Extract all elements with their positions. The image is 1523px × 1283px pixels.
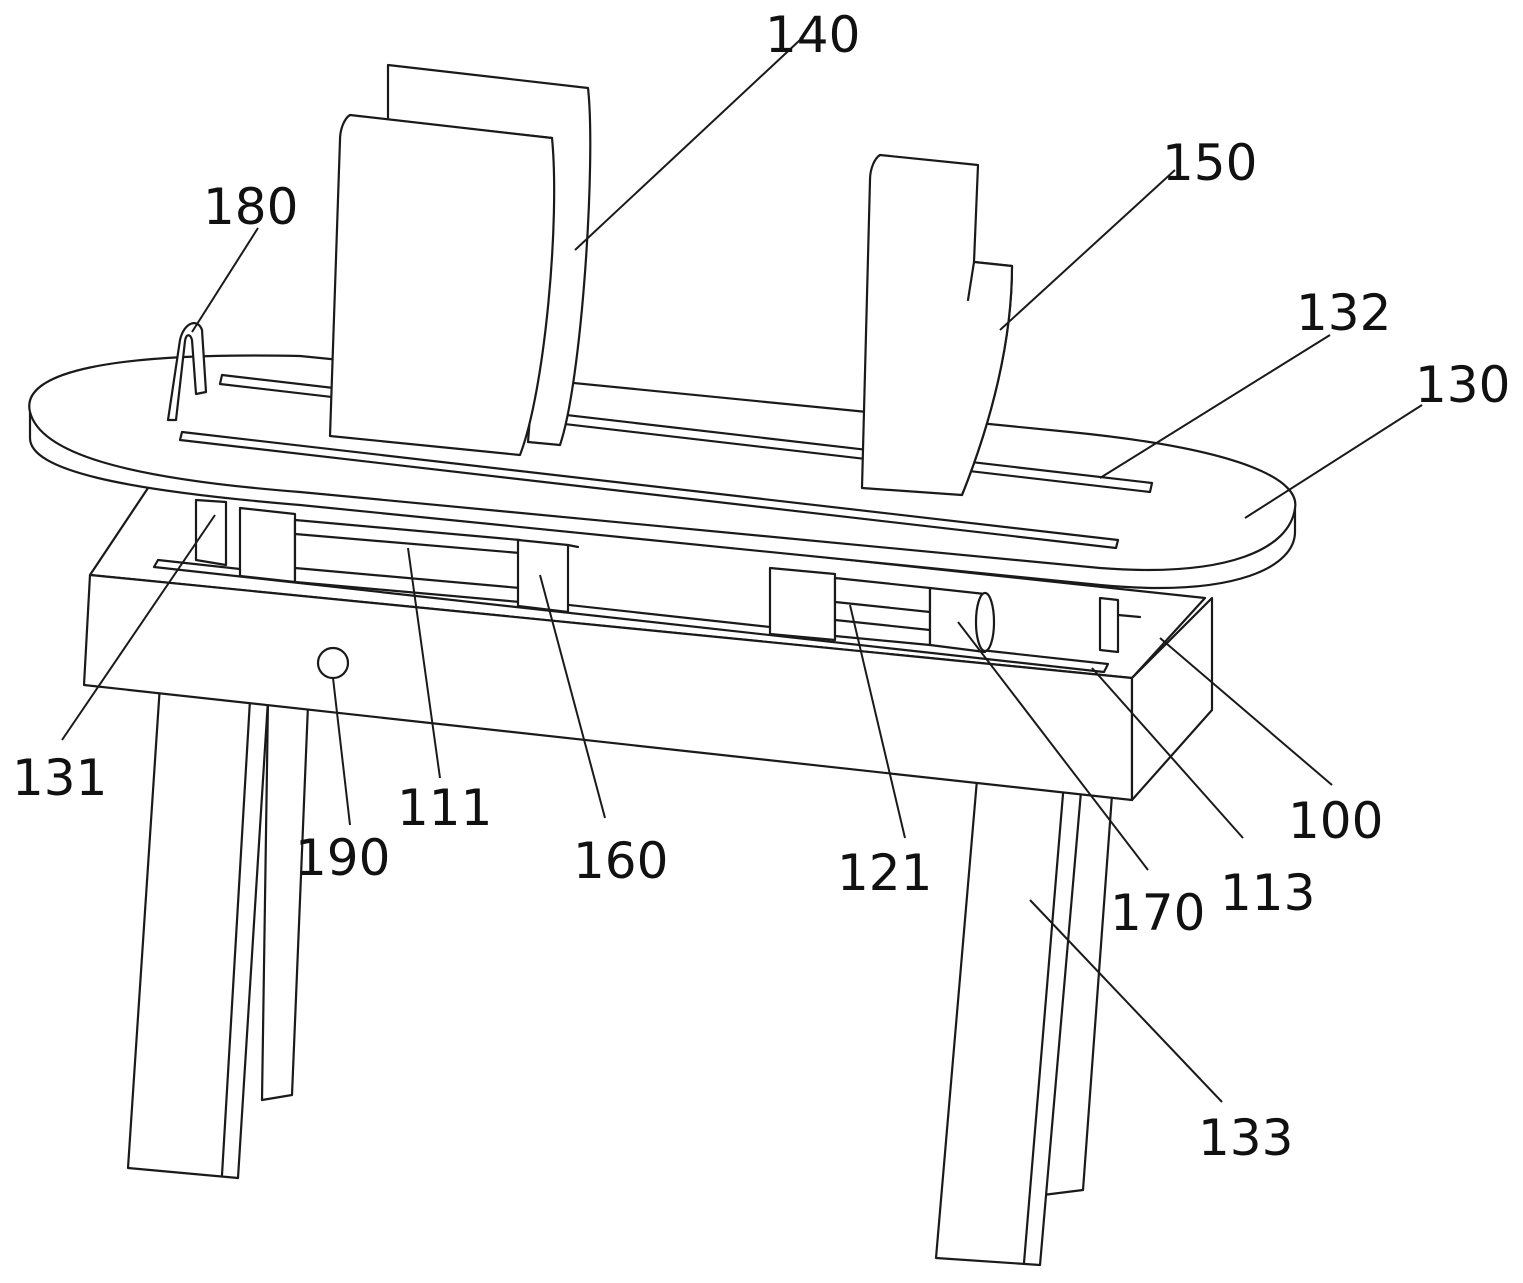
leader-lines xyxy=(61,39,1423,1103)
label-130: 130 xyxy=(1415,356,1510,414)
label-150: 150 xyxy=(1162,134,1257,192)
leader-132 xyxy=(1099,334,1331,479)
leader-150 xyxy=(999,169,1176,331)
label-140: 140 xyxy=(765,6,860,64)
label-160: 160 xyxy=(573,832,668,890)
leader-113 xyxy=(1091,667,1244,839)
leader-133 xyxy=(1029,899,1223,1103)
leader-140 xyxy=(574,39,801,251)
leader-190 xyxy=(332,677,351,826)
label-111: 111 xyxy=(397,779,492,837)
label-100: 100 xyxy=(1288,792,1383,850)
label-113: 113 xyxy=(1220,864,1315,922)
plate-150 xyxy=(860,153,1014,497)
leader-131 xyxy=(61,514,216,741)
knob-190 xyxy=(316,646,350,680)
plate-140 xyxy=(328,63,592,457)
leader-111 xyxy=(407,547,441,779)
label-121: 121 xyxy=(837,844,932,902)
front-left-leg xyxy=(126,683,270,1180)
leader-100 xyxy=(1159,637,1333,786)
leader-180 xyxy=(191,227,259,333)
leader-170 xyxy=(957,621,1149,871)
label-133: 133 xyxy=(1198,1109,1293,1167)
label-190: 190 xyxy=(295,829,390,887)
label-131: 131 xyxy=(12,749,107,807)
leader-130 xyxy=(1244,404,1423,519)
leader-160 xyxy=(539,574,606,819)
label-180: 180 xyxy=(203,178,298,236)
back-left-leg xyxy=(260,698,310,1102)
leader-121 xyxy=(849,604,906,839)
handle-180 xyxy=(166,322,208,422)
slide-mechanism xyxy=(194,498,1142,654)
label-132: 132 xyxy=(1296,284,1391,342)
label-170: 170 xyxy=(1110,884,1205,942)
front-right-leg-133 xyxy=(934,766,1084,1267)
reference-labels: 140 150 180 132 130 131 111 190 160 121 … xyxy=(12,6,1510,1167)
